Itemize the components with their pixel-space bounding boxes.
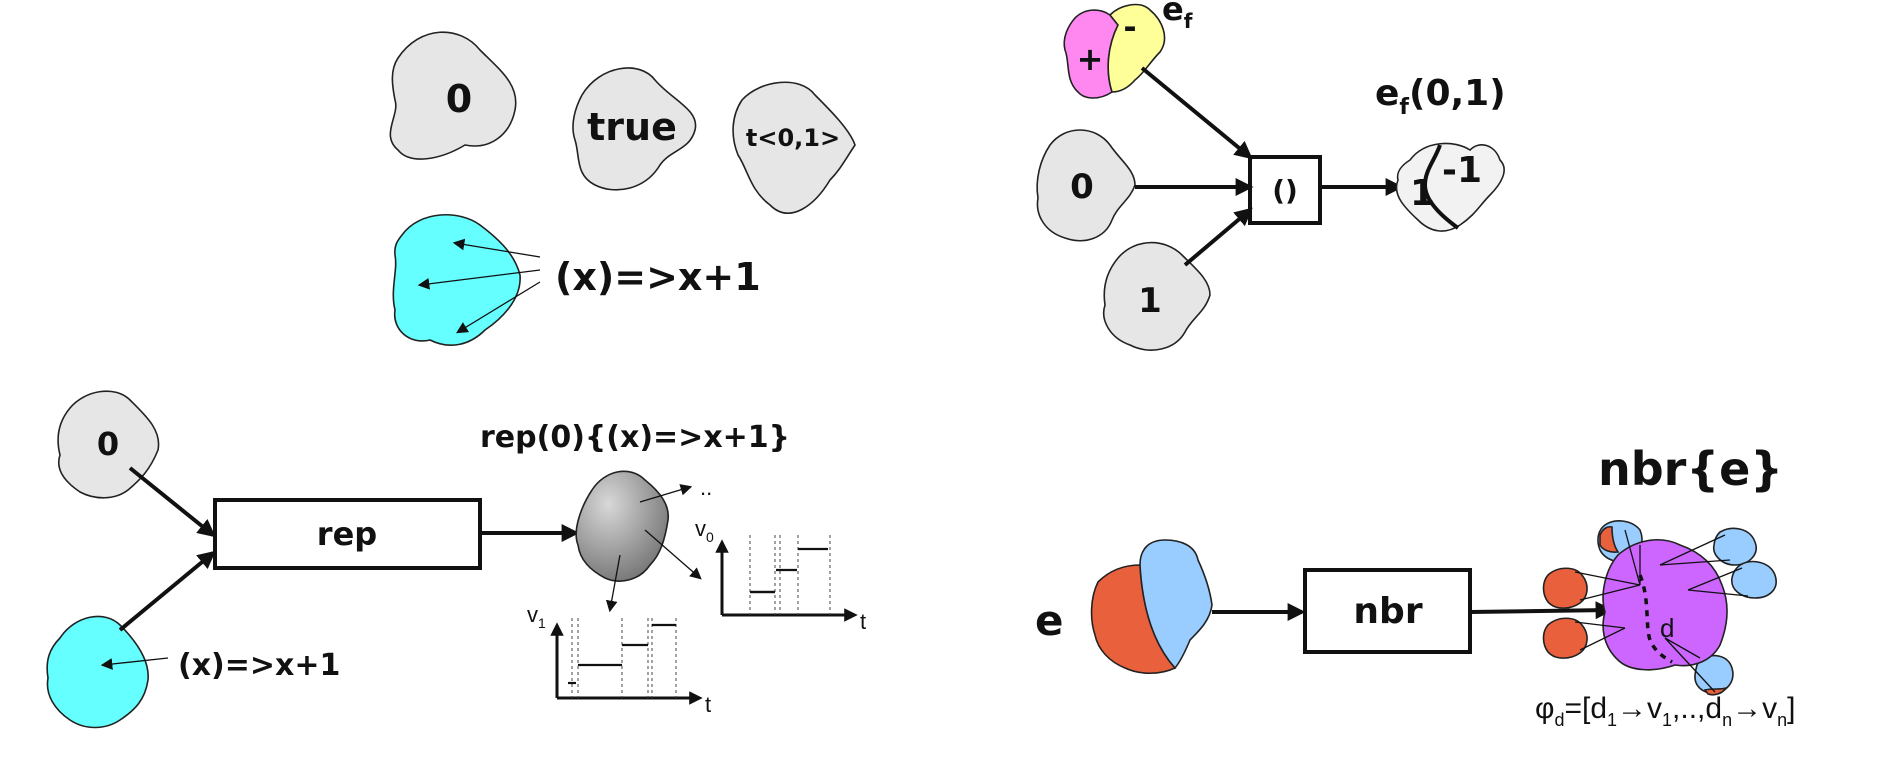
- lambda-value-label: (x)=>x+1: [555, 255, 761, 299]
- zero-value-blob: [389, 31, 517, 160]
- neighbor-link: [1659, 534, 1726, 566]
- rep-title: rep(0){(x)=>x+1}: [480, 420, 790, 455]
- rep-func-blob: [46, 615, 149, 729]
- neighbor-link: [1664, 637, 1701, 659]
- nbr-box-to-field-arrow: [1469, 601, 1614, 620]
- result-blob: [1395, 142, 1505, 232]
- neighbor-link: [1659, 559, 1731, 566]
- neighbor-blob: [1712, 527, 1757, 566]
- v1-label: v1: [527, 602, 546, 631]
- neighbor-link: [1574, 621, 1626, 629]
- v1-t-label: t: [705, 692, 711, 717]
- rep-result-ray: [644, 529, 702, 580]
- neighbor-link: [1579, 627, 1626, 651]
- nbr-e-label: e: [1035, 596, 1064, 645]
- rep-dots: ..: [700, 475, 712, 500]
- v1-time-plot: v1 t: [527, 602, 711, 717]
- neighbor-link: [1664, 637, 1716, 693]
- result-partition-line: [1422, 144, 1460, 230]
- tuple-value-blob: [732, 81, 856, 214]
- neighbor-blob: [1542, 617, 1588, 659]
- rep-func-to-box-arrow: [118, 550, 216, 632]
- ef-positive-sign: +: [1077, 40, 1104, 78]
- ef-positive-half: [1063, 9, 1119, 99]
- v0-t-label: t: [860, 609, 866, 634]
- rep-init-label: 0: [97, 425, 119, 463]
- call-box-label: (): [1272, 174, 1298, 207]
- neighbor-link: [1579, 584, 1641, 601]
- nbr-d-label: d: [1660, 613, 1674, 643]
- arg-one-blob: [1103, 241, 1211, 351]
- values-panel: 0 true t<0,1> (x)=>x+1: [389, 31, 856, 346]
- nbr-box-label: nbr: [1353, 591, 1422, 632]
- arg-one-label: 1: [1138, 281, 1162, 321]
- nbr-box: [1303, 568, 1472, 654]
- true-value-label: true: [587, 105, 677, 149]
- nbr-input-blob-blue: [1139, 539, 1213, 670]
- neighbor-blob: [1731, 560, 1777, 599]
- ef-label: ef: [1162, 0, 1193, 33]
- neighbor-link: [1624, 529, 1641, 586]
- zero-value-label: 0: [446, 77, 472, 121]
- neighbor-blob-partial: [1599, 525, 1620, 553]
- nbr-input-blob-orange: [1090, 564, 1177, 675]
- v0-label: v0: [695, 516, 714, 545]
- neighbor-link: [1687, 589, 1749, 597]
- ef-to-call-arrow: [1140, 66, 1253, 160]
- arg-zero-blob: [1036, 129, 1136, 242]
- true-value-blob: [572, 67, 697, 191]
- neighbor-link: [1687, 567, 1743, 591]
- nbr-panel: e nbr nbr{e}: [1035, 442, 1795, 730]
- nbr-phi-formula: φd=[d1→v1,..,dn→vn]: [1535, 692, 1795, 730]
- rep-func-label: (x)=>x+1: [178, 648, 340, 683]
- result-title: ef(0,1): [1375, 73, 1506, 120]
- result-right-value: -1: [1442, 150, 1482, 191]
- neighbor-blob: [1542, 567, 1588, 609]
- v0-time-plot: v0 t: [695, 516, 866, 634]
- arg-one-to-call-arrow: [1183, 207, 1253, 267]
- rep-panel: 0 (x)=>x+1 rep rep(0){(x)=>x+1} ..: [46, 390, 866, 729]
- result-left-value: 1: [1410, 173, 1435, 214]
- nbr-title: nbr{e}: [1598, 442, 1783, 496]
- tuple-value-label: t<0,1>: [746, 124, 840, 152]
- arg-zero-label: 0: [1070, 167, 1094, 207]
- call-panel: + - ef 0 1 () ef(0,1) 1 -1: [1036, 0, 1506, 351]
- lambda-pointer-arrow: [452, 238, 541, 258]
- lambda-pointer-arrow: [456, 281, 541, 334]
- rep-box-label: rep: [317, 515, 377, 553]
- neighbor-link: [1574, 571, 1641, 586]
- rep-init-to-box-arrow: [128, 466, 216, 538]
- nbr-dashed-path: [1638, 574, 1673, 664]
- lambda-pointer-arrow: [417, 269, 541, 290]
- rep-result-ray: [605, 554, 621, 613]
- nbr-field-blob: [1602, 539, 1728, 671]
- rep-func-pointer-arrow: [100, 657, 169, 670]
- ef-negative-sign: -: [1123, 8, 1136, 46]
- neighbor-links: [1574, 529, 1749, 693]
- rep-result-ray: [639, 484, 693, 503]
- rep-result-blob: [575, 470, 670, 582]
